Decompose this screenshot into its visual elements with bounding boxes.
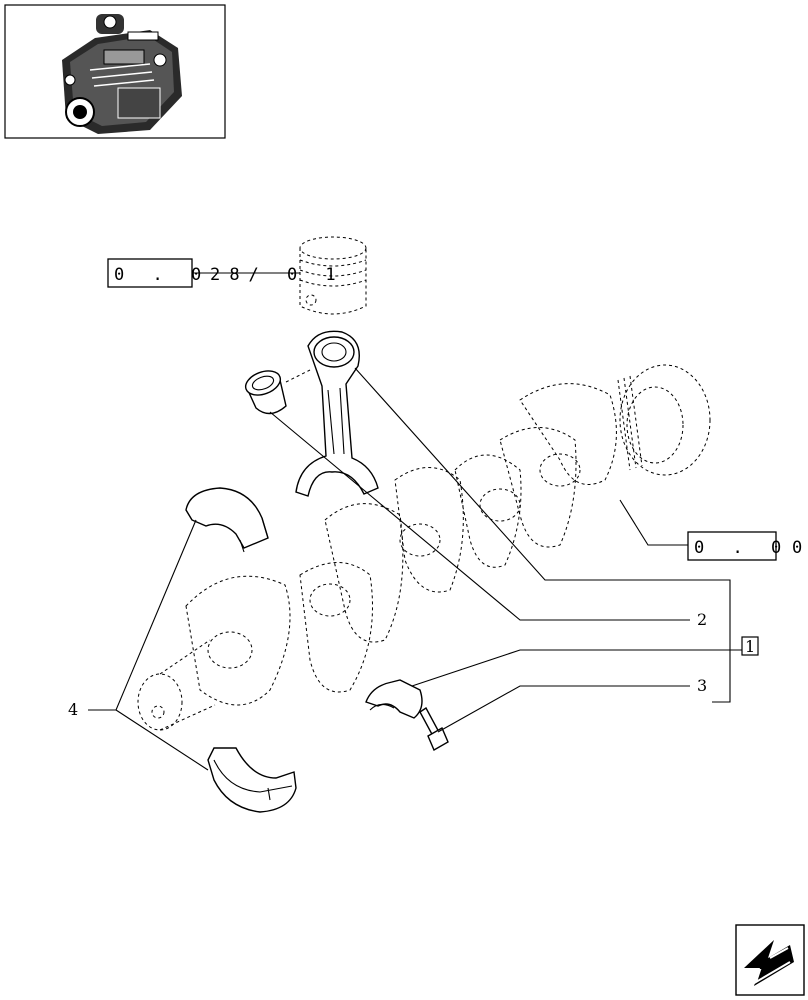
piston-outline [299, 236, 367, 315]
piston-ref-suffix-text: 2 / 0 1 [210, 265, 345, 285]
piston-ref-boxed-text: 0 . 0 8 [114, 265, 249, 285]
main-bearing-lower[interactable] [207, 747, 297, 813]
flywheel-reference[interactable]: 0 . 0 8 0 [619, 499, 808, 561]
crankshaft-outline [137, 364, 711, 731]
callout-4[interactable]: 4 [68, 700, 78, 719]
piston-reference[interactable]: 0 . 0 8 2 / 0 1 [107, 258, 345, 288]
flywheel-ref-boxed-text: 0 . 0 8 [694, 538, 808, 558]
leader-lines [88, 367, 742, 771]
main-bearing-upper[interactable] [185, 487, 269, 553]
callout-1-text: 1 [745, 637, 755, 656]
arrow-down-left-icon [744, 940, 794, 986]
engine-icon [62, 14, 182, 134]
connecting-rod[interactable] [295, 330, 379, 497]
callout-2[interactable]: 2 [697, 610, 707, 629]
cap-bolt[interactable] [419, 706, 449, 751]
callout-2-text: 2 [697, 610, 707, 629]
engine-thumbnail[interactable] [4, 4, 226, 139]
nav-arrow-button[interactable] [735, 924, 805, 996]
flywheel-ref-suffix-text: 0 [792, 538, 808, 558]
callout-1[interactable]: 1 [741, 636, 759, 656]
callout-3[interactable]: 3 [697, 676, 707, 695]
conrod-bearing-shell[interactable] [365, 679, 423, 719]
small-end-bushing[interactable] [242, 367, 311, 415]
callout-3-text: 3 [697, 676, 707, 695]
callout-4-text: 4 [68, 700, 78, 719]
